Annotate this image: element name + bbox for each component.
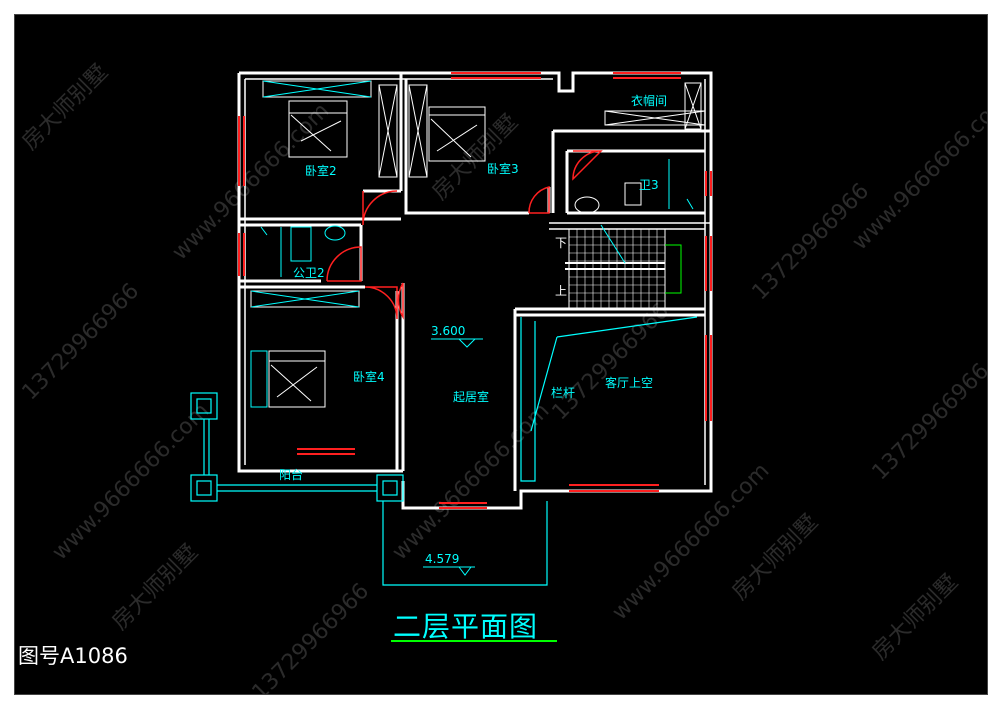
watermark-brand: 房大师别墅 bbox=[868, 570, 963, 665]
title-underline bbox=[391, 640, 557, 642]
drawing-number: 图号A1086 bbox=[18, 644, 128, 668]
label-balcony: 阳台 bbox=[279, 467, 303, 482]
watermark-layer: 房大师别墅 13729966966 www.9666666.com 房大师别墅 … bbox=[18, 60, 987, 694]
label-elevation-lower: 4.579 bbox=[425, 552, 459, 566]
watermark-site: www.9666666.com bbox=[168, 98, 335, 265]
label-elevation-upper: 3.600 bbox=[431, 324, 465, 338]
label-closet: 衣帽间 bbox=[631, 93, 667, 108]
label-stair-down: 下 bbox=[555, 236, 567, 250]
label-living-room: 起居室 bbox=[453, 389, 489, 404]
watermark-site: www.9666666.com bbox=[388, 398, 555, 565]
watermark-brand: 房大师别墅 bbox=[18, 60, 113, 155]
label-stair-up: 上 bbox=[555, 284, 567, 298]
watermark-phone: 13729966966 bbox=[248, 579, 375, 694]
watermark-phone: 13729966966 bbox=[868, 359, 987, 486]
drawing-title: 二层平面图 bbox=[393, 610, 539, 643]
label-bath3: 卫3 bbox=[639, 178, 659, 192]
floor-plan: 房大师别墅 13729966966 www.9666666.com 房大师别墅 … bbox=[18, 60, 987, 694]
label-bedroom4: 卧室4 bbox=[353, 369, 385, 384]
watermark-brand: 房大师别墅 bbox=[428, 110, 523, 205]
label-double-height: 客厅上空 bbox=[605, 375, 653, 390]
windows bbox=[238, 72, 712, 509]
watermark-phone: 13729966966 bbox=[548, 299, 675, 426]
watermark-brand: 房大师别墅 bbox=[728, 510, 823, 605]
drawing-frame: 房大师别墅 13729966966 www.9666666.com 房大师别墅 … bbox=[14, 14, 988, 695]
furniture bbox=[250, 80, 706, 408]
label-bedroom3: 卧室3 bbox=[487, 161, 519, 176]
watermark-site: www.9666666.com bbox=[48, 398, 215, 565]
label-railing: 栏杆 bbox=[551, 385, 575, 400]
staircase bbox=[565, 224, 682, 310]
doors bbox=[326, 150, 603, 320]
watermark-site: www.9666666.com bbox=[848, 88, 987, 255]
label-public-bath2: 公卫2 bbox=[293, 266, 325, 280]
watermark-phone: 13729966966 bbox=[18, 279, 145, 406]
watermark-brand: 房大师别墅 bbox=[108, 540, 203, 635]
label-bedroom2: 卧室2 bbox=[305, 163, 337, 178]
elevation-markers bbox=[423, 338, 483, 576]
balcony-structure bbox=[190, 316, 698, 586]
